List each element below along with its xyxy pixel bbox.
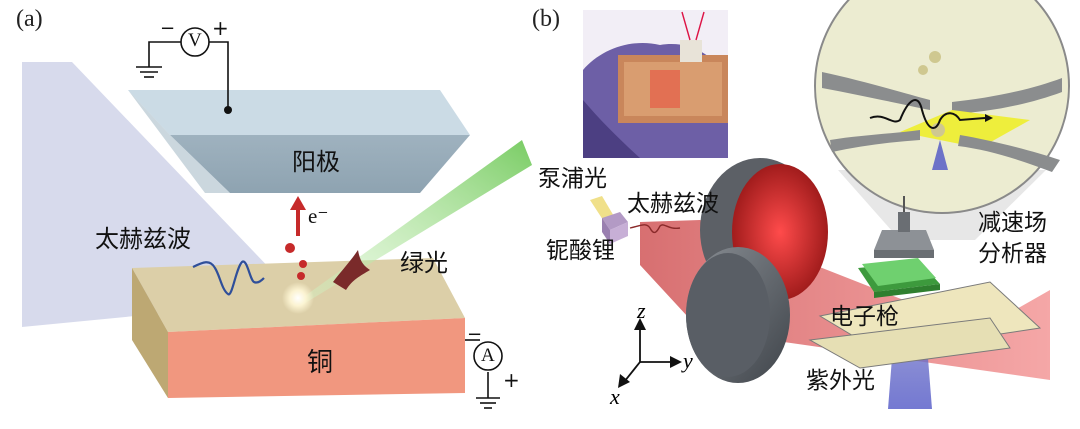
ammeter-circuit	[465, 339, 503, 409]
terahertz-label-a: 太赫兹波	[95, 225, 191, 253]
analyzer-label-1: 减速场	[978, 210, 1047, 236]
focusing-disk-face	[686, 253, 770, 377]
green-light-label: 绿光	[400, 249, 448, 277]
axis-z-label: z	[637, 298, 646, 323]
axis-x-label: x	[610, 384, 620, 409]
terahertz-sheet	[22, 62, 300, 327]
electron-particle	[297, 272, 305, 280]
lithium-niobate-crystal	[602, 212, 628, 244]
uv-light-label: 紫外光	[806, 368, 875, 394]
anode-block	[128, 90, 470, 193]
ammeter-symbol: A	[481, 345, 495, 366]
analyzer-label-2: 分析器	[978, 241, 1047, 267]
voltmeter-plus: +	[212, 16, 229, 40]
emission-spot	[282, 282, 314, 314]
retarding-field-analyzer	[874, 196, 934, 258]
voltmeter-circuit	[136, 27, 229, 110]
laser-pulse	[333, 250, 370, 290]
ammeter-minus: −	[467, 324, 483, 345]
electron-gun	[858, 258, 940, 298]
electron-particle	[299, 260, 307, 268]
crystal-label: 铌酸锂	[546, 238, 615, 264]
anode-label: 阳极	[292, 148, 340, 176]
electron-label: e⁻	[308, 204, 329, 228]
electron-arrow	[290, 196, 306, 236]
copper-label: 铜	[307, 348, 334, 378]
voltmeter-minus: −	[160, 18, 176, 39]
sample-plates	[808, 281, 1042, 369]
electron-gun-label: 电子枪	[830, 304, 899, 330]
axis-y-label: y	[683, 348, 693, 373]
terahertz-waveform	[192, 260, 265, 296]
electron-particle	[285, 243, 295, 253]
terahertz-waveform-small	[629, 224, 681, 234]
coordinate-axes	[618, 318, 682, 388]
magnified-view	[814, 0, 1070, 240]
setup-photo	[583, 10, 728, 158]
panel-b-tag: (b)	[532, 6, 560, 32]
terahertz-label-b: 太赫兹波	[627, 191, 719, 217]
anode-contact	[224, 106, 232, 114]
panel-a-tag: (a)	[16, 6, 43, 32]
ammeter-plus: +	[503, 368, 520, 392]
pump-light-label: 泵浦光	[538, 166, 607, 192]
voltmeter-symbol: V	[188, 30, 202, 51]
